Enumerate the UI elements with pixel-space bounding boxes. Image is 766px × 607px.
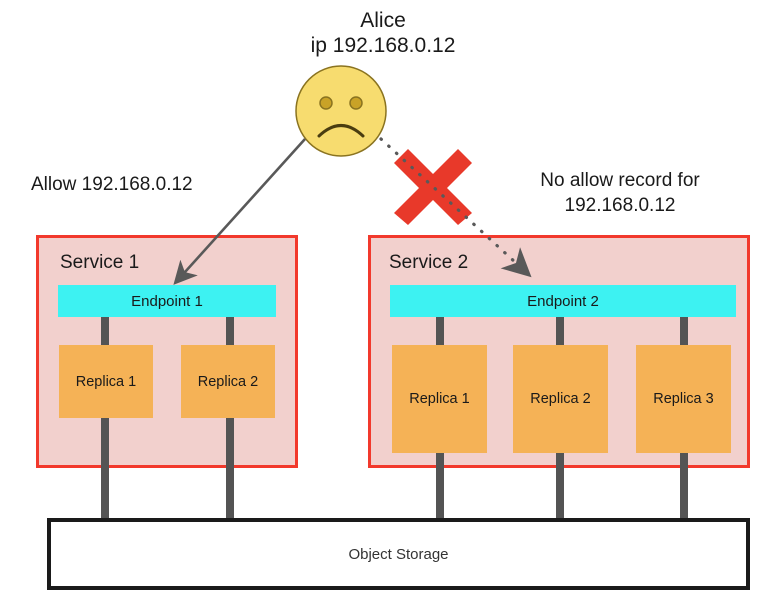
- service-1-replica-2-box[interactable]: Replica 2: [181, 345, 275, 418]
- pipe-s2-replica-3-storage: [680, 447, 688, 522]
- pipe-s1-replica-1-storage: [101, 412, 109, 522]
- service-2-replica-2-box[interactable]: Replica 2: [513, 345, 608, 453]
- endpoint-2-box[interactable]: Endpoint 2: [390, 285, 736, 317]
- service-2-title: Service 2: [389, 252, 469, 273]
- deny-policy-label-line1: No allow record for: [540, 170, 700, 191]
- pipe-s2-replica-2-storage: [556, 447, 564, 522]
- pipe-s2-endpoint-replica-1: [436, 314, 444, 346]
- actor-name-label: Alice: [360, 9, 406, 32]
- service-2-replica-1-box[interactable]: Replica 1: [392, 345, 487, 453]
- pipe-s2-endpoint-replica-3: [680, 314, 688, 346]
- pipe-s2-replica-1-storage: [436, 447, 444, 522]
- sad-face-icon: [295, 65, 387, 157]
- service-2-replica-3-box[interactable]: Replica 3: [636, 345, 731, 453]
- pipe-s1-endpoint-replica-1: [101, 312, 109, 354]
- pipe-s1-endpoint-replica-2: [226, 312, 234, 354]
- endpoint-1-box[interactable]: Endpoint 1: [58, 285, 276, 317]
- pipe-s2-endpoint-replica-2: [556, 314, 564, 346]
- object-storage-box[interactable]: Object Storage: [47, 518, 750, 590]
- allow-policy-label: Allow 192.168.0.12: [31, 174, 193, 195]
- deny-policy-label-line2: 192.168.0.12: [564, 195, 676, 216]
- pipe-s1-replica-2-storage: [226, 412, 234, 522]
- service-1-title: Service 1: [60, 252, 140, 273]
- actor-ip-label: ip 192.168.0.12: [310, 34, 456, 57]
- red-x-icon: [394, 149, 472, 225]
- service-1-replica-1-box[interactable]: Replica 1: [59, 345, 153, 418]
